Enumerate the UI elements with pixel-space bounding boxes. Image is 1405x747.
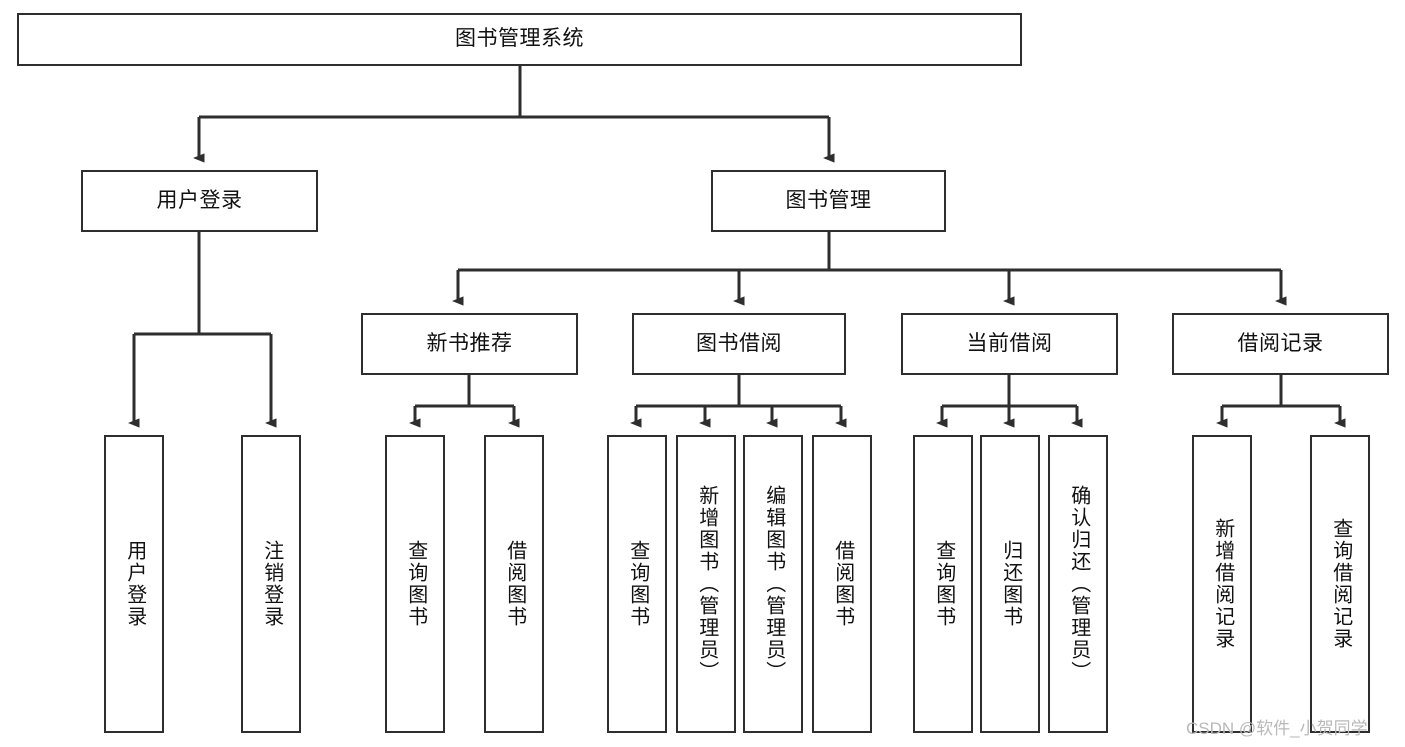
node-leaf-add-record-label: 新增借阅记录 [1211, 518, 1234, 650]
node-leaf-return-book-label: 归还图书 [999, 540, 1022, 628]
node-book-borrow[interactable]: 图书借阅 [632, 313, 846, 375]
node-leaf-add-book[interactable]: 新增图书（管理员） [676, 435, 736, 733]
node-leaf-query-book-1[interactable]: 查询图书 [385, 435, 445, 733]
node-leaf-return-book[interactable]: 归还图书 [980, 435, 1040, 733]
node-root-label: 图书管理系统 [455, 27, 584, 51]
node-leaf-query-book-2[interactable]: 查询图书 [607, 435, 667, 733]
node-leaf-confirm-return[interactable]: 确认归还（管理员） [1048, 435, 1108, 733]
node-current-borrow[interactable]: 当前借阅 [901, 313, 1118, 375]
node-leaf-user-login[interactable]: 用户登录 [104, 435, 164, 733]
node-user-login[interactable]: 用户登录 [81, 170, 318, 232]
node-leaf-query-book-3[interactable]: 查询图书 [913, 435, 973, 733]
node-book-manage-label: 图书管理 [785, 188, 872, 212]
node-user-login-label: 用户登录 [156, 188, 243, 212]
node-leaf-edit-book[interactable]: 编辑图书（管理员） [743, 435, 803, 733]
node-book-borrow-label: 图书借阅 [696, 331, 782, 355]
node-leaf-query-book-3-label: 查询图书 [932, 540, 955, 628]
node-leaf-logout-login-label: 注销登录 [260, 540, 283, 628]
node-book-manage[interactable]: 图书管理 [711, 170, 946, 232]
node-leaf-borrow-book-1-label: 借阅图书 [503, 540, 526, 628]
node-borrow-record-label: 借阅记录 [1237, 331, 1324, 355]
node-current-borrow-label: 当前借阅 [966, 331, 1053, 355]
node-leaf-query-book-2-label: 查询图书 [626, 540, 649, 628]
node-leaf-query-book-1-label: 查询图书 [404, 540, 427, 628]
node-leaf-add-record[interactable]: 新增借阅记录 [1192, 435, 1252, 733]
node-leaf-logout-login[interactable]: 注销登录 [241, 435, 301, 733]
node-leaf-add-book-label: 新增图书（管理员） [695, 485, 718, 683]
node-leaf-query-record-label: 查询借阅记录 [1329, 518, 1352, 650]
node-borrow-record[interactable]: 借阅记录 [1172, 313, 1389, 375]
node-leaf-user-login-label: 用户登录 [123, 540, 146, 628]
node-leaf-confirm-return-label: 确认归还（管理员） [1067, 485, 1090, 683]
node-root[interactable]: 图书管理系统 [17, 13, 1022, 66]
node-leaf-borrow-book-2-label: 借阅图书 [831, 540, 854, 628]
node-leaf-edit-book-label: 编辑图书（管理员） [762, 485, 785, 683]
node-new-book-recommend[interactable]: 新书推荐 [361, 313, 578, 375]
node-leaf-borrow-book-2[interactable]: 借阅图书 [812, 435, 872, 733]
node-new-book-recommend-label: 新书推荐 [426, 331, 513, 355]
node-leaf-query-record[interactable]: 查询借阅记录 [1310, 435, 1370, 733]
node-leaf-borrow-book-1[interactable]: 借阅图书 [484, 435, 544, 733]
